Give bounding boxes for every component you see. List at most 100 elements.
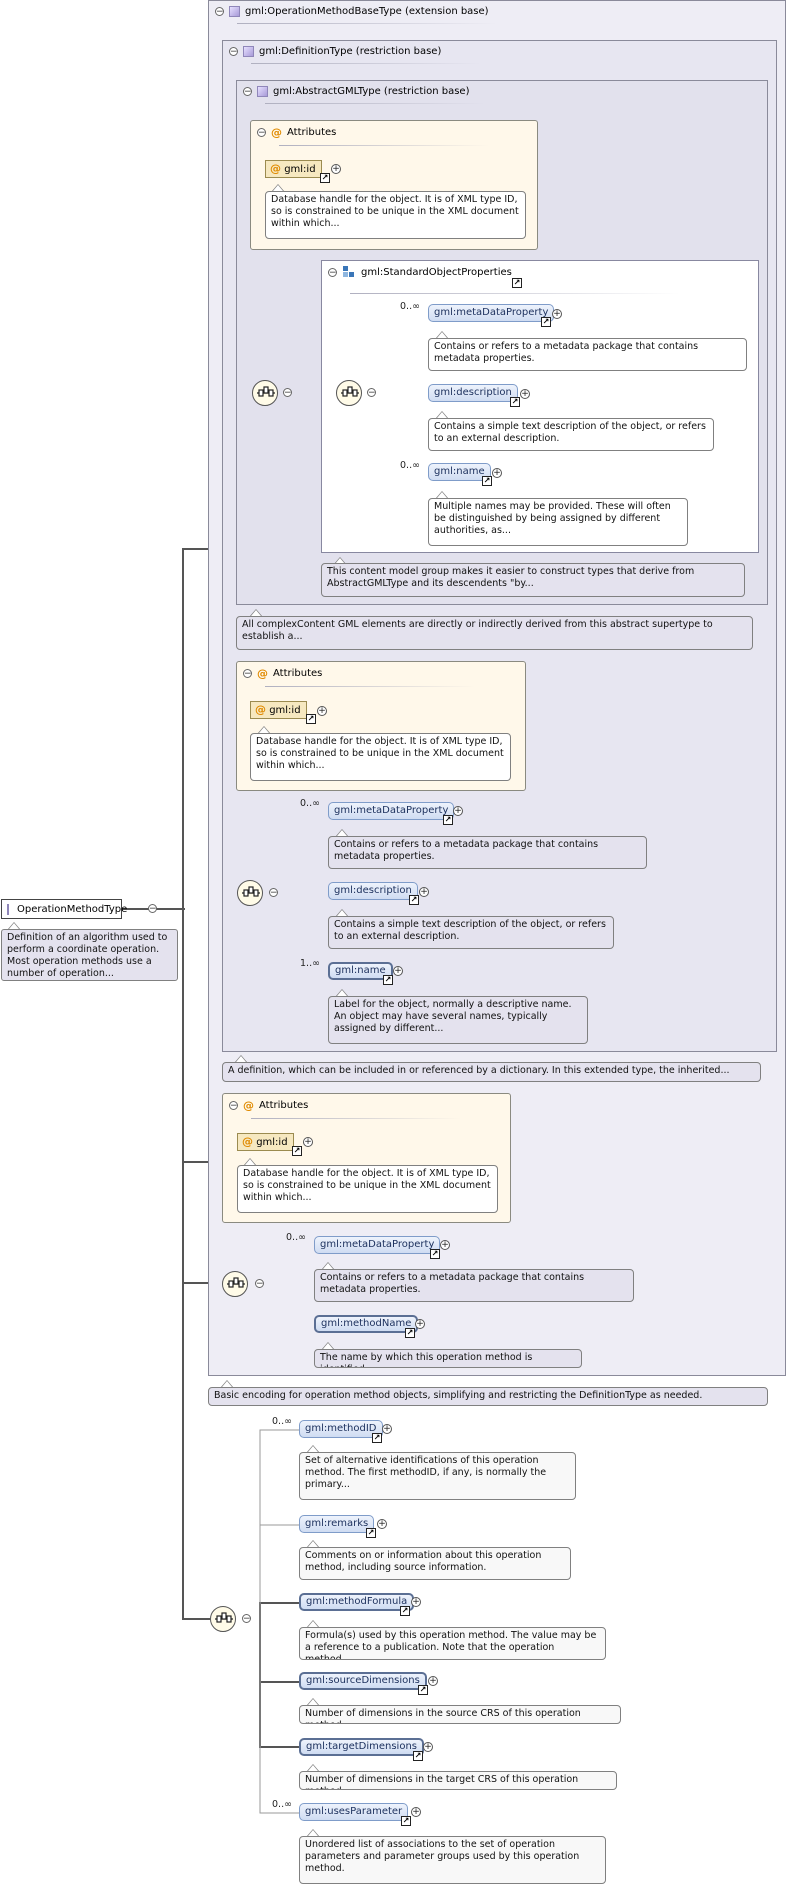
plus-expand-icon[interactable]: + — [423, 1742, 433, 1752]
collapse-icon[interactable]: − — [148, 904, 157, 914]
abstract-gml-type-header[interactable]: − gml:AbstractGMLType (restriction base) — [243, 86, 469, 97]
reference-arrow-icon[interactable]: ↗ — [510, 397, 520, 407]
plus-expand-icon[interactable]: + — [453, 806, 463, 816]
sequence-compositor-icon[interactable] — [336, 380, 362, 406]
plus-expand-icon[interactable]: + — [317, 706, 327, 716]
collapse-icon[interactable]: − — [243, 669, 252, 679]
attribute-at-icon: @ — [243, 1099, 254, 1112]
plus-expand-icon[interactable]: + — [552, 309, 562, 319]
collapse-icon[interactable]: − — [269, 888, 278, 898]
root-type-name: OperationMethodType — [17, 903, 128, 915]
plus-expand-icon[interactable]: + — [331, 164, 341, 174]
sequence-compositor-icon[interactable] — [222, 1271, 248, 1297]
reference-arrow-icon[interactable]: ↗ — [541, 317, 551, 327]
reference-arrow-icon[interactable]: ↗ — [418, 1685, 428, 1695]
reference-arrow-icon[interactable]: ↗ — [430, 1249, 440, 1259]
plus-expand-icon[interactable]: + — [303, 1137, 313, 1147]
collapse-icon[interactable]: − — [242, 1614, 251, 1624]
reference-arrow-icon[interactable]: ↗ — [401, 1816, 411, 1826]
collapse-icon[interactable]: − — [215, 7, 224, 17]
reference-arrow-icon[interactable]: ↗ — [383, 975, 393, 985]
element-description[interactable]: gml:description — [428, 384, 518, 402]
attributes-header[interactable]: − @ Attributes — [229, 1099, 308, 1112]
doc-pointer — [336, 829, 348, 836]
metadataproperty-doc: Contains or refers to a metadata package… — [428, 338, 747, 371]
element-metadataproperty[interactable]: gml:metaDataProperty — [328, 802, 455, 820]
plus-expand-icon[interactable]: + — [428, 1676, 438, 1686]
plus-expand-icon[interactable]: + — [419, 887, 429, 897]
collapse-icon[interactable]: − — [229, 47, 238, 57]
reference-arrow-icon[interactable]: ↗ — [372, 1433, 382, 1443]
attribute-at-icon: @ — [271, 126, 282, 139]
plus-expand-icon[interactable]: + — [382, 1424, 392, 1434]
plus-expand-icon[interactable]: + — [411, 1597, 421, 1607]
doc-pointer — [436, 491, 448, 498]
doc-pointer — [272, 184, 284, 191]
root-type-box[interactable]: OperationMethodType — [1, 899, 127, 919]
element-usesparameter[interactable]: gml:usesParameter — [299, 1803, 409, 1821]
gml-id-label: gml:id — [269, 705, 301, 716]
collapse-icon[interactable]: − — [255, 1279, 264, 1289]
element-sourcedimensions[interactable]: gml:sourceDimensions — [299, 1672, 427, 1690]
element-methodname[interactable]: gml:methodName — [314, 1315, 419, 1333]
element-methodformula[interactable]: gml:methodFormula — [299, 1593, 415, 1611]
collapse-icon[interactable]: − — [257, 128, 266, 138]
definition-type-title: gml:DefinitionType (restriction base) — [259, 46, 442, 57]
plus-expand-icon[interactable]: + — [440, 1240, 450, 1250]
collapse-icon[interactable]: − — [328, 267, 337, 278]
reference-arrow-icon[interactable]: ↗ — [409, 895, 419, 905]
attribute-at-icon: @ — [242, 1135, 253, 1148]
header-divider — [350, 293, 680, 294]
element-name[interactable]: gml:name — [428, 463, 491, 481]
complex-type-icon — [7, 903, 9, 915]
gml-id-attribute[interactable]: @ gml:id — [250, 701, 307, 719]
reference-arrow-icon[interactable]: ↗ — [292, 1146, 302, 1156]
description-doc: Contains a simple text description of th… — [428, 418, 714, 451]
complex-type-icon — [257, 86, 268, 97]
attributes-header[interactable]: − @ Attributes — [257, 126, 336, 139]
remarks-doc: Comments on or information about this op… — [299, 1547, 571, 1580]
reference-arrow-icon[interactable]: ↗ — [306, 714, 316, 724]
collapse-icon[interactable]: − — [229, 1101, 238, 1111]
element-description[interactable]: gml:description — [328, 882, 418, 900]
collapse-icon[interactable]: − — [283, 388, 292, 398]
collapse-icon[interactable]: − — [367, 388, 376, 398]
sop-header[interactable]: − gml:StandardObjectProperties — [328, 266, 512, 278]
plus-expand-icon[interactable]: + — [411, 1807, 421, 1817]
plus-expand-icon[interactable]: + — [492, 468, 502, 478]
doc-pointer — [307, 1764, 319, 1771]
reference-arrow-icon[interactable]: ↗ — [482, 476, 492, 486]
sequence-compositor-icon[interactable] — [210, 1606, 236, 1632]
element-name[interactable]: gml:name — [328, 962, 393, 980]
collapse-icon[interactable]: − — [243, 87, 252, 97]
reference-arrow-icon[interactable]: ↗ — [320, 173, 330, 183]
reference-arrow-icon[interactable]: ↗ — [405, 1328, 415, 1338]
sequence-compositor-icon[interactable] — [237, 880, 263, 906]
definition-type-header[interactable]: − gml:DefinitionType (restriction base) — [229, 46, 441, 57]
element-metadataproperty[interactable]: gml:metaDataProperty — [428, 304, 555, 322]
gml-id-attribute[interactable]: @ gml:id — [265, 160, 322, 178]
plus-expand-icon[interactable]: + — [377, 1519, 387, 1529]
doc-pointer — [307, 1620, 319, 1627]
attributes-header[interactable]: − @ Attributes — [243, 667, 322, 680]
doc-pointer — [336, 989, 348, 996]
reference-arrow-icon[interactable]: ↗ — [366, 1528, 376, 1538]
element-methodid[interactable]: gml:methodID — [299, 1420, 383, 1438]
occurrence-label: 0..∞ — [400, 301, 420, 312]
abstract-gml-type-title: gml:AbstractGMLType (restriction base) — [273, 86, 470, 97]
reference-arrow-icon[interactable]: ↗ — [512, 278, 522, 288]
reference-arrow-icon[interactable]: ↗ — [413, 1751, 423, 1761]
plus-expand-icon[interactable]: + — [520, 389, 530, 399]
extension-base-header[interactable]: − gml:OperationMethodBaseType (extension… — [215, 6, 489, 17]
plus-expand-icon[interactable]: + — [415, 1319, 425, 1329]
element-targetdimensions[interactable]: gml:targetDimensions — [299, 1738, 425, 1756]
gml-id-attribute[interactable]: @ gml:id — [237, 1133, 294, 1151]
occurrence-label: 0..∞ — [400, 460, 420, 471]
reference-arrow-icon[interactable]: ↗ — [400, 1606, 410, 1616]
element-metadataproperty[interactable]: gml:metaDataProperty — [314, 1236, 441, 1254]
metadataproperty-doc: Contains or refers to a metadata package… — [314, 1269, 634, 1302]
sequence-compositor-icon[interactable] — [252, 380, 278, 406]
plus-expand-icon[interactable]: + — [393, 966, 403, 976]
element-remarks[interactable]: gml:remarks — [299, 1515, 375, 1533]
reference-arrow-icon[interactable]: ↗ — [443, 815, 453, 825]
